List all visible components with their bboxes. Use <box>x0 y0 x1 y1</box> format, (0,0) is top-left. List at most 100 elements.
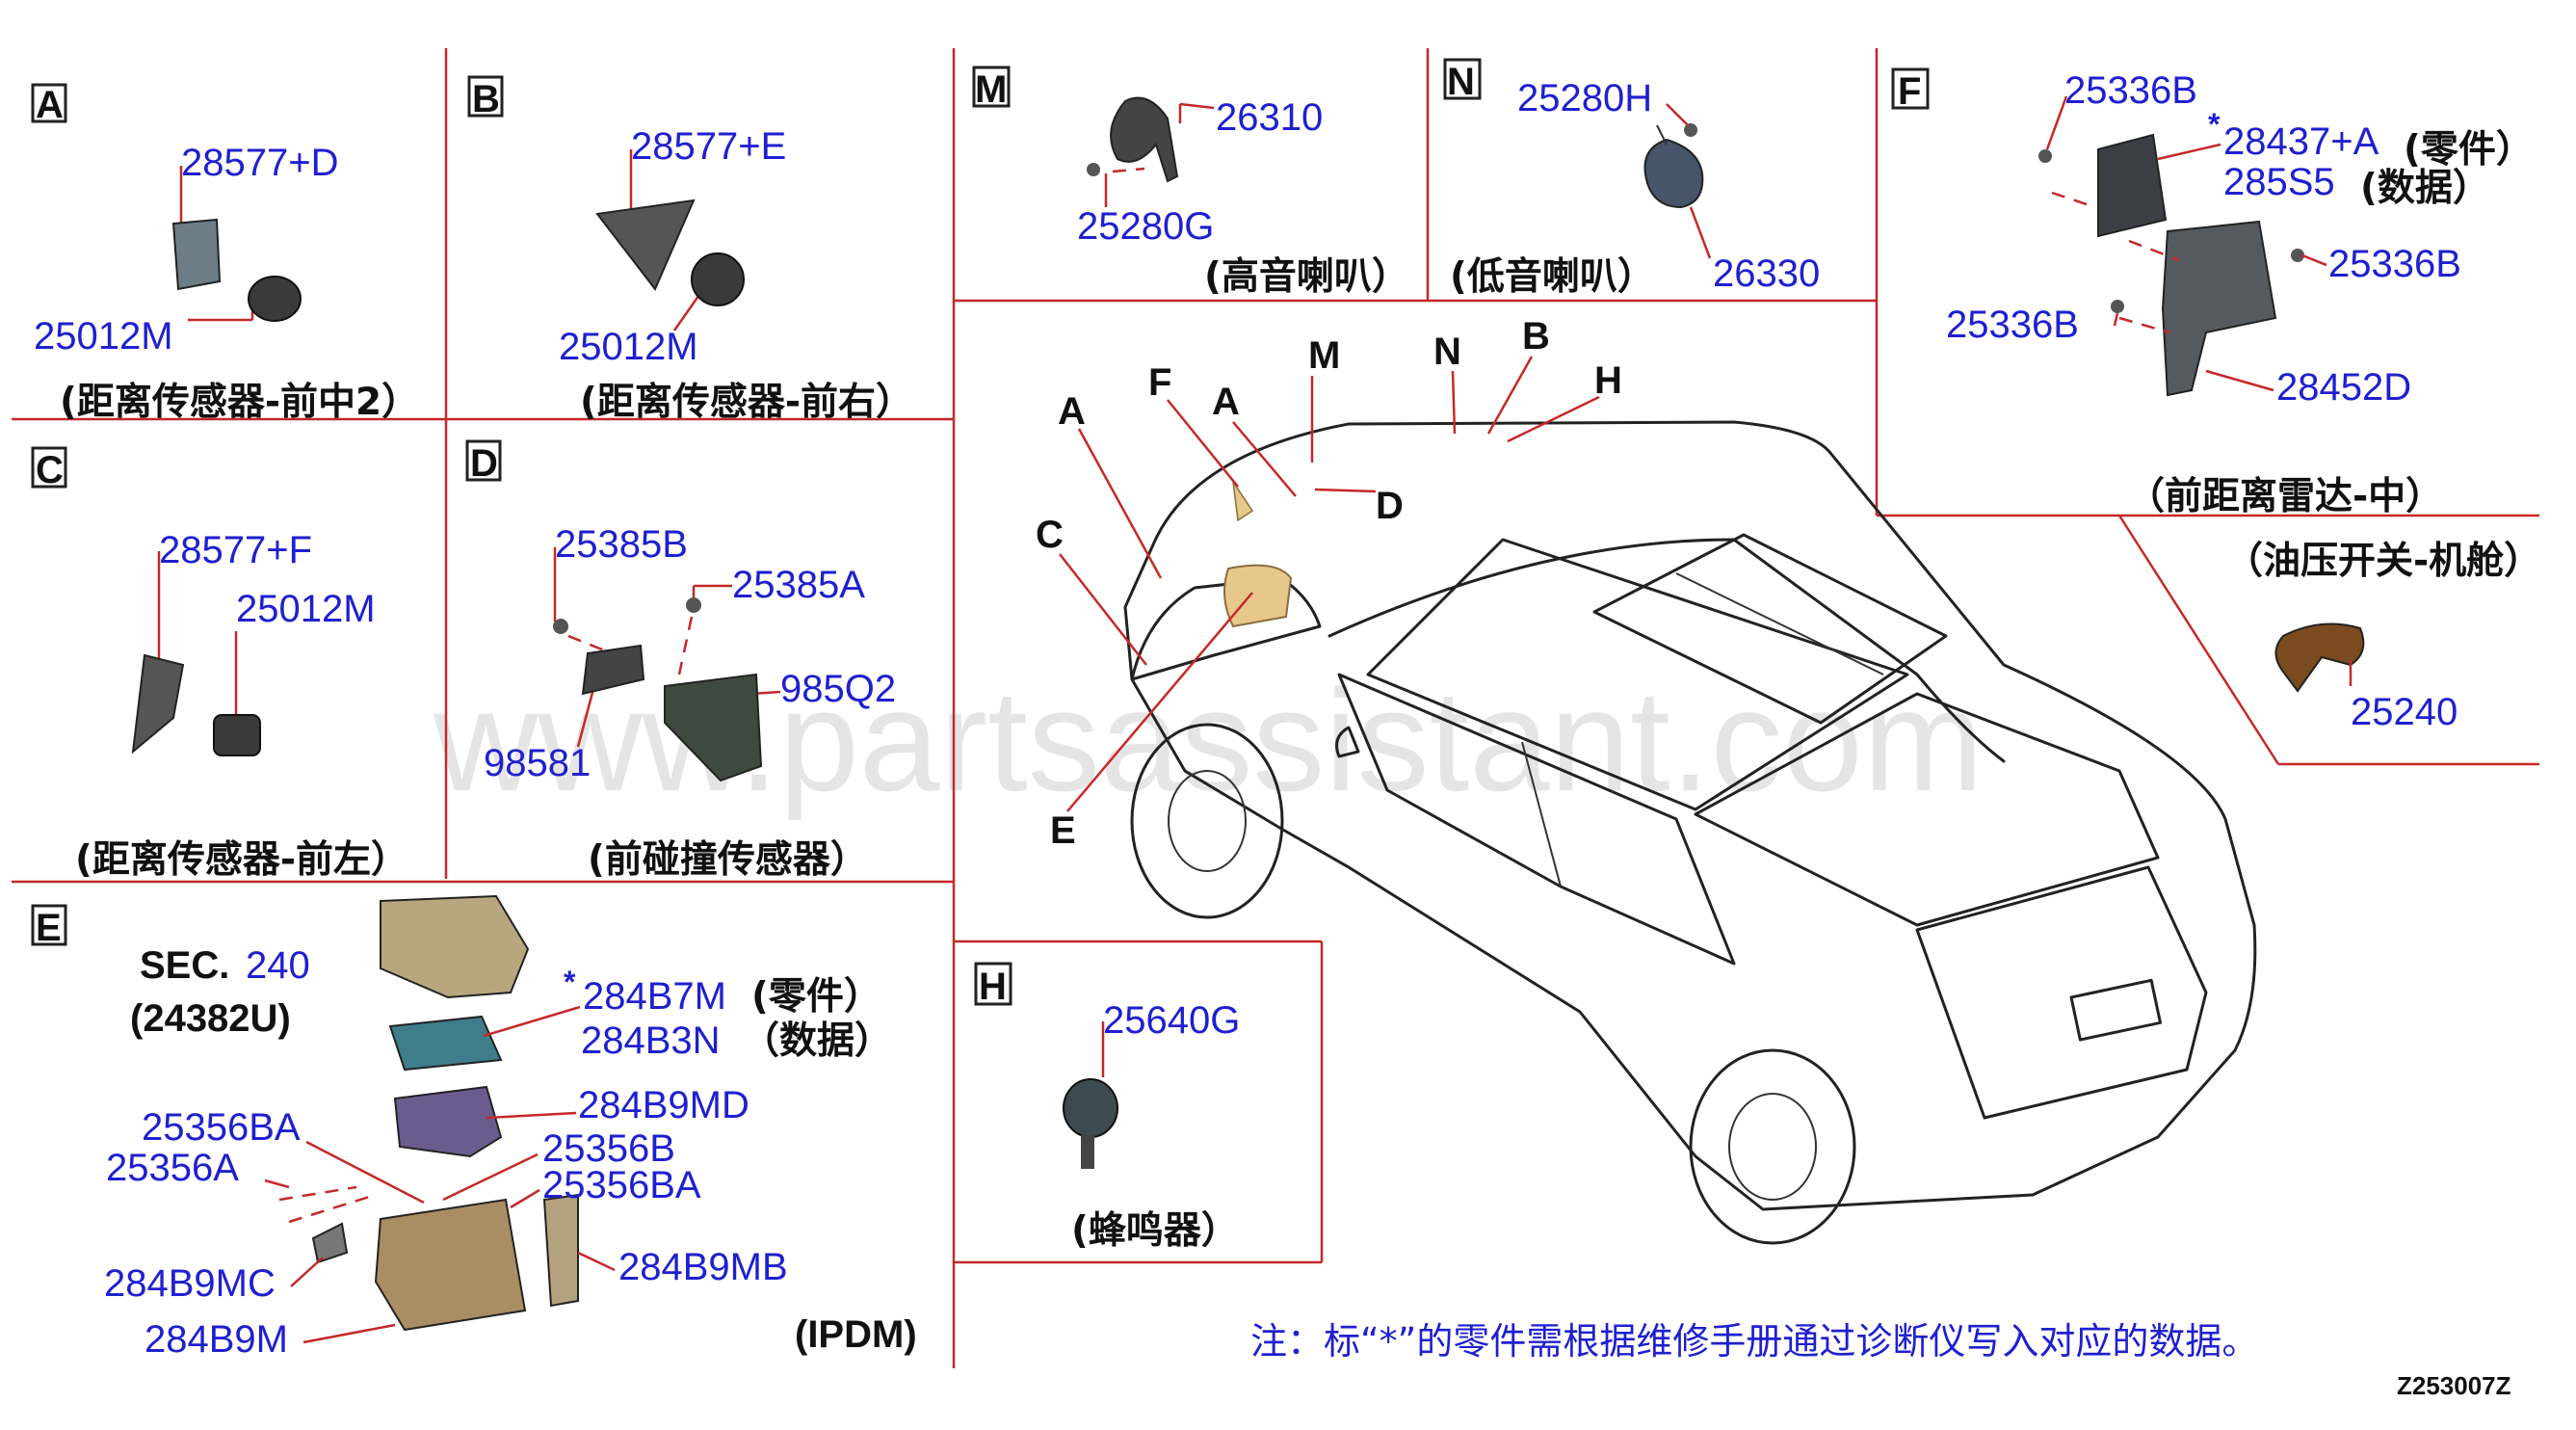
section-f: F 25336B * 28437+A (零件） 285S5 (数据） 25336… <box>1891 67 2534 518</box>
car-callout-a: A <box>1058 390 1086 433</box>
section-h-caption: (蜂鸣器） <box>1071 1209 1239 1253</box>
part-label: 284B9MC <box>104 1262 276 1305</box>
part-label: 28577+E <box>631 125 786 168</box>
side-mirror <box>1335 726 1360 758</box>
car-illustration: A F A M D N B H C E <box>1036 315 2257 1245</box>
ipdm-case-icon <box>374 1198 527 1332</box>
section-c-letter: C <box>36 449 64 491</box>
car-callout-b: B <box>1522 315 1550 358</box>
part-label: 25280H <box>1517 77 1652 119</box>
drawing-code: Z253007Z <box>2397 1371 2511 1400</box>
part-label: 25356BA <box>542 1164 701 1206</box>
part-label: 284B9M <box>145 1318 288 1361</box>
part-label: 25640G <box>1103 999 1240 1042</box>
bolt-icon <box>2291 249 2304 262</box>
ipdm-location-icon <box>1223 564 1293 628</box>
sensor-bracket-icon <box>131 653 185 755</box>
section-d: D 25385B 25385A 985Q2 98581 (前碰撞传感器） <box>465 439 896 882</box>
part-note: (数据） <box>2360 167 2490 210</box>
radar-icon <box>2097 133 2168 238</box>
license-plate-area <box>2069 978 2162 1042</box>
section-a: A 28577+D 25012M (距离传感器-前中2） <box>31 83 419 424</box>
footer-note: 注：标“*”的零件需根据维修手册通过诊断仪写入对应的数据。 <box>1250 1320 2258 1363</box>
section-f-caption: （前距离雷达-中） <box>2127 475 2443 518</box>
car-callout-n: N <box>1433 331 1461 373</box>
buzzer-icon <box>1063 1078 1118 1138</box>
sensor-bracket-icon <box>595 199 696 291</box>
bolt-icon <box>686 597 701 613</box>
section-c-caption: (距离传感器-前左） <box>75 838 408 882</box>
section-h-letter: H <box>979 966 1007 1008</box>
section-e-caption: (IPDM) <box>795 1313 917 1356</box>
car-roofline <box>1327 538 2006 763</box>
section-m-caption: (高音喇叭） <box>1204 255 1409 299</box>
star-mark: * <box>2208 107 2221 142</box>
clip-icon <box>311 1222 349 1264</box>
crash-sensor-icon <box>581 644 645 696</box>
part-label: 26330 <box>1713 252 1820 295</box>
front-wheel <box>1130 723 1284 919</box>
buzzer-bracket-icon <box>1081 1135 1094 1169</box>
section-d-caption: (前碰撞传感器） <box>588 838 868 882</box>
part-note: （数据） <box>742 1020 892 1063</box>
section-f-letter: F <box>1898 70 1921 113</box>
part-label: 284B7M <box>583 975 726 1018</box>
part-label: 25280G <box>1077 205 1214 248</box>
section-n-letter: N <box>1447 61 1475 103</box>
high-horn-icon <box>1110 96 1179 183</box>
part-label: 25336B <box>1946 304 2079 346</box>
sensor-bracket-icon <box>171 218 222 291</box>
car-callout-a2: A <box>1212 381 1240 423</box>
sec-prefix: SEC. <box>140 944 229 987</box>
part-label: 25012M <box>236 588 376 630</box>
part-label: 26310 <box>1216 96 1323 139</box>
tailgate <box>1915 865 2208 1120</box>
section-m: M 26310 25280G (高音喇叭） <box>972 66 1409 299</box>
part-label: 25385A <box>732 564 865 606</box>
bolt-icon <box>1684 123 1697 137</box>
ipdm-cover-icon <box>380 894 530 999</box>
section-h: H 25640G (蜂鸣器） <box>974 962 1240 1253</box>
side-windows <box>1337 673 1736 966</box>
part-label: 25336B <box>2328 243 2461 285</box>
section-m-letter: M <box>975 68 1007 111</box>
bolt-icon <box>553 619 568 634</box>
rear-window <box>1694 692 2160 927</box>
section-n-caption: (低音喇叭） <box>1450 255 1655 299</box>
part-label: 25012M <box>34 315 173 358</box>
sec-sub: (24382U) <box>130 997 291 1040</box>
car-callout-h: H <box>1594 359 1622 402</box>
rear-wheel <box>1689 1048 1856 1245</box>
part-label: 25385B <box>555 523 688 566</box>
bolt-icon <box>2111 300 2124 313</box>
section-d-letter: D <box>470 442 498 485</box>
radar-bracket-icon <box>2161 220 2277 397</box>
distance-sensor-icon <box>248 276 302 322</box>
section-dividers <box>12 48 2539 1368</box>
section-n: N 25280H 26330 (低音喇叭） <box>1443 58 1820 299</box>
part-label: 25240 <box>2351 691 2458 733</box>
section-oil-switch: （油压开关-机舱） 25240 <box>2225 540 2541 733</box>
section-a-letter: A <box>36 84 64 126</box>
part-label: 284B9MB <box>618 1246 788 1288</box>
part-note: (零件） <box>751 975 881 1019</box>
car-callout-f: F <box>1148 361 1171 404</box>
part-label: 28577+F <box>159 529 312 571</box>
car-body-outline <box>1123 420 2257 1211</box>
ipdm-bracket-icon <box>393 1085 503 1158</box>
ipdm-module-icon <box>388 1015 503 1072</box>
radar-location-icon <box>1232 481 1254 522</box>
oil-pressure-switch-icon <box>2274 622 2365 693</box>
sec-number: 240 <box>246 944 310 987</box>
sunroof <box>1592 533 1948 725</box>
part-label: 985Q2 <box>780 668 896 710</box>
part-label: 28452D <box>2276 366 2411 409</box>
bolt-icon <box>1087 163 1100 176</box>
section-b: B 28577+E 25012M (距离传感器-前右） <box>467 75 913 424</box>
car-callout-d: D <box>1376 485 1404 527</box>
part-label: 98581 <box>484 742 591 784</box>
part-label: 25356BA <box>142 1106 301 1149</box>
section-b-caption: (距离传感器-前右） <box>580 381 913 424</box>
section-b-letter: B <box>472 78 500 120</box>
